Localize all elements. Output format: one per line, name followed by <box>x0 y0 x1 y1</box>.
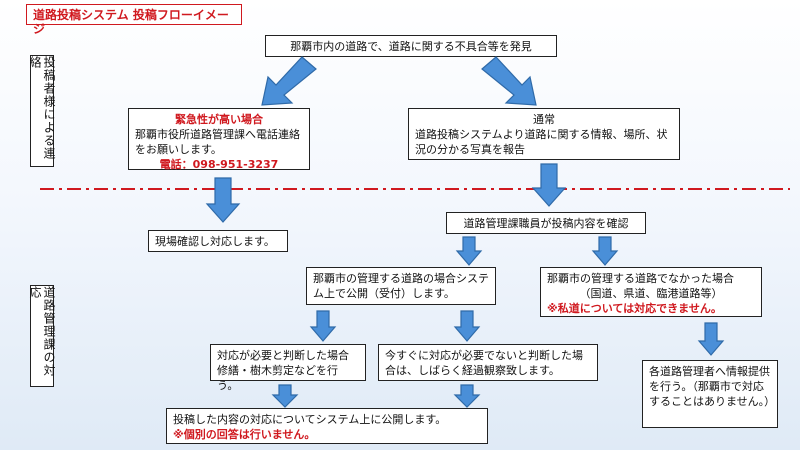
not-city-line2: （国道、県道、臨港道路等） <box>579 287 723 300</box>
page-title: 道路投稿システム 投稿フローイメージ <box>26 4 242 36</box>
arrow-to-staff-confirm <box>531 163 567 207</box>
not-city-note: ※私道については対応できません。 <box>547 302 722 315</box>
normal-box: 通常 道路投稿システムより道路に関する情報、場所、状況の分かる写真を報告 <box>408 108 680 160</box>
action-not-needed-box: 今すぐに対応が必要でないと判断した場合は、しばらく経過観察致します。 <box>378 344 598 381</box>
urgent-box: 緊急性が高い場合 那覇市役所道路管理課へ電話連絡をお願いします。 電話：098-… <box>128 108 310 171</box>
urgent-phone: 電話：098-951-3237 <box>159 158 279 171</box>
city-road-box: 那覇市の管理する道路の場合システム上で公開（受付）します。 <box>306 267 496 305</box>
arrow-to-not-city-road <box>591 236 619 266</box>
not-city-road-box: 那覇市の管理する道路でなかった場合 （国道、県道、臨港道路等） ※私道については… <box>540 267 762 317</box>
arrow-to-other-manager <box>697 322 725 356</box>
urgent-body: 那覇市役所道路管理課へ電話連絡をお願いします。 <box>135 128 300 156</box>
normal-body: 道路投稿システムより道路に関する情報、場所、状況の分かる写真を報告 <box>415 128 668 156</box>
arrow-to-action-needed <box>309 310 337 342</box>
discover-box: 那覇市内の道路で、道路に関する不具合等を発見 <box>265 35 557 57</box>
publish-note: ※個別の回答は行いません。 <box>173 428 316 441</box>
side-label-reporter: 投稿者様による連絡 <box>28 55 56 167</box>
arrow-to-normal <box>481 56 537 106</box>
section-divider <box>40 188 790 190</box>
normal-heading: 通常 <box>533 113 555 126</box>
arrow-needed-to-publish <box>271 384 299 408</box>
arrow-not-needed-to-publish <box>453 384 481 408</box>
other-manager-box: 各道路管理者へ情報提供を行う。（那覇市で対応することはありません。） <box>642 360 778 428</box>
arrow-to-site-check <box>205 177 241 223</box>
site-check-box: 現場確認し対応します。 <box>148 230 288 252</box>
arrow-to-action-not-needed <box>453 310 481 342</box>
not-city-line1: 那覇市の管理する道路でなかった場合 <box>547 272 734 285</box>
publish-box: 投稿した内容の対応についてシステム上に公開します。 ※個別の回答は行いません。 <box>166 408 488 444</box>
publish-line1: 投稿した内容の対応についてシステム上に公開します。 <box>173 413 447 426</box>
arrow-to-city-road <box>455 236 483 266</box>
staff-confirm-box: 道路管理課職員が投稿内容を確認 <box>446 212 646 234</box>
urgent-heading: 緊急性が高い場合 <box>175 113 263 126</box>
arrow-to-urgent <box>261 56 317 106</box>
side-label-department: 道路管理課の対応 <box>28 285 56 387</box>
action-needed-box: 対応が必要と判断した場合修繕・樹木剪定などを行う。 <box>210 344 366 392</box>
